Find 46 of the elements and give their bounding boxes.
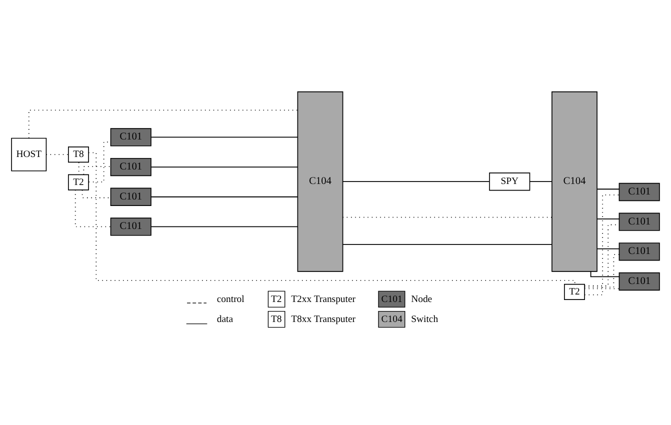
connector [584,224,620,286]
connector [590,270,620,277]
connector [82,189,111,198]
connector [74,189,111,227]
connector [596,188,620,190]
connector [596,248,620,249]
node-box: C101 [618,272,660,290]
node-box: HOST [11,137,47,171]
connector [28,109,298,138]
node-box: C101 [110,187,152,206]
node-box: C101 [618,242,660,260]
connector [342,216,552,218]
connector [584,254,620,288]
legend-label: data [216,313,234,324]
node-box: C104 [552,90,598,272]
connector [83,166,112,175]
node-box: C101 [618,212,660,230]
connector [342,243,552,244]
label: T2 [270,293,282,304]
connector [596,218,620,219]
connector [150,136,298,138]
node-box: T8 [68,146,89,162]
legend-label: T8xx Transputer [291,313,356,324]
node-box: C104 [297,90,344,272]
node-box: C101 [110,157,152,176]
legend-label: Node [411,293,432,304]
node-box: C101 [110,128,152,146]
connector [584,194,620,295]
label: T8 [270,313,282,324]
connector [150,166,298,167]
node-box: SPY [489,172,530,190]
label: C104 [381,313,402,324]
connector [584,288,620,289]
connector [342,180,490,182]
node-box: C101 [110,217,152,236]
node-box: T2 [564,283,585,300]
legend-label: control [216,293,244,304]
node-box: C101 [618,182,660,201]
label: C101 [381,293,402,304]
legend-label: T2xx Transputer [291,293,356,304]
legend-label: Switch [411,313,438,324]
connector [88,152,576,284]
connector [150,196,298,197]
node-box: T2 [68,174,89,190]
connector [150,226,298,227]
connector [529,180,552,182]
